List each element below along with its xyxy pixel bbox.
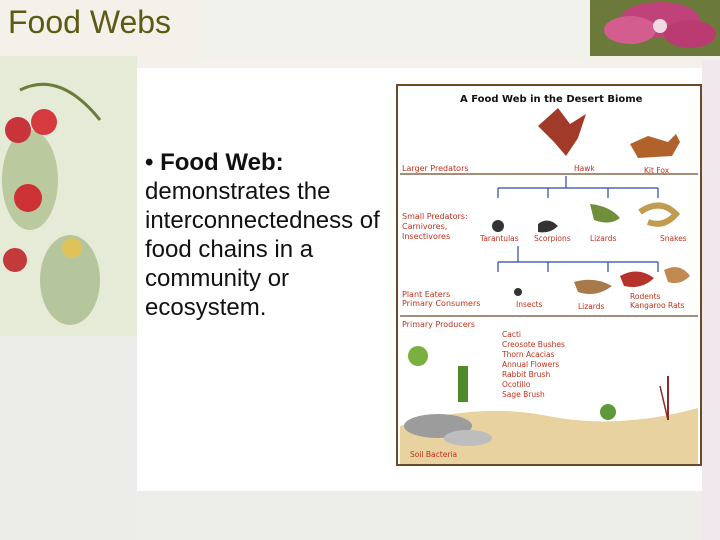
food-web-lines bbox=[400, 108, 698, 464]
producer-item: Thorn Acacias bbox=[502, 350, 555, 359]
tarantula-illustration bbox=[492, 220, 504, 232]
berries-image bbox=[2, 82, 102, 325]
label-kit-fox: Kit Fox bbox=[644, 166, 670, 175]
insect-illustration bbox=[514, 288, 522, 296]
producer-item: Ocotillo bbox=[502, 380, 531, 389]
producer-item: Sage Brush bbox=[502, 390, 545, 399]
scorpion-illustration bbox=[538, 220, 558, 233]
tier-small-predators-line1: Small Predators: bbox=[402, 212, 468, 221]
bullet-body: demonstrates the interconnectedness of f… bbox=[145, 178, 380, 321]
label-lizards-small: Lizards bbox=[590, 234, 617, 243]
kangaroo-rat-illustration bbox=[664, 267, 690, 284]
producer-item: Annual Flowers bbox=[502, 360, 560, 369]
desert-ground bbox=[400, 408, 698, 464]
flower-image bbox=[590, 0, 720, 56]
lizard-illustration bbox=[590, 204, 620, 223]
background-block-top bbox=[200, 0, 590, 60]
hawk-illustration bbox=[538, 108, 586, 156]
label-lizards-plant: Lizards bbox=[578, 302, 605, 311]
label-soil-bacteria: Soil Bacteria bbox=[410, 450, 458, 459]
lizard-plant-illustration bbox=[574, 279, 612, 294]
label-kangaroo-rats: Kangaroo Rats bbox=[630, 301, 685, 310]
tier-small-predators-line2: Carnivores, bbox=[402, 222, 448, 231]
tier-small-predators-line3: Insectivores bbox=[402, 232, 451, 241]
bullet-term: • Food Web: bbox=[145, 149, 284, 176]
tier-plant-eaters-line2: Primary Consumers bbox=[402, 299, 481, 308]
tier-larger-predators: Larger Predators bbox=[402, 164, 469, 173]
producer-item: Rabbit Brush bbox=[502, 370, 551, 379]
label-tarantulas: Tarantulas bbox=[480, 234, 519, 243]
background-block-left-lower bbox=[0, 336, 137, 540]
food-web-diagram: A Food Web in the Desert Biome bbox=[396, 84, 702, 466]
rodent-illustration bbox=[620, 271, 654, 287]
snake-illustration bbox=[638, 202, 681, 227]
bullet-point: • Food Web: demonstrates the interconnec… bbox=[145, 148, 390, 322]
kit-fox-illustration bbox=[630, 134, 680, 158]
label-hawk: Hawk bbox=[574, 164, 595, 173]
tier-primary-producers: Primary Producers bbox=[402, 320, 476, 329]
cactus-illustration bbox=[458, 366, 468, 402]
label-snakes: Snakes bbox=[660, 234, 687, 243]
label-scorpions: Scorpions bbox=[534, 234, 571, 243]
background-block-bottom bbox=[137, 491, 702, 540]
background-block-right bbox=[702, 60, 720, 540]
slide-title: Food Webs bbox=[8, 4, 172, 40]
diagram-title: A Food Web in the Desert Biome bbox=[460, 94, 643, 105]
label-rodents: Rodents bbox=[630, 292, 661, 301]
producer-item: Creosote Bushes bbox=[502, 340, 565, 349]
producer-item: Cacti bbox=[502, 330, 521, 339]
label-insects: Insects bbox=[516, 300, 543, 309]
tier-plant-eaters-line1: Plant Eaters bbox=[402, 290, 451, 299]
